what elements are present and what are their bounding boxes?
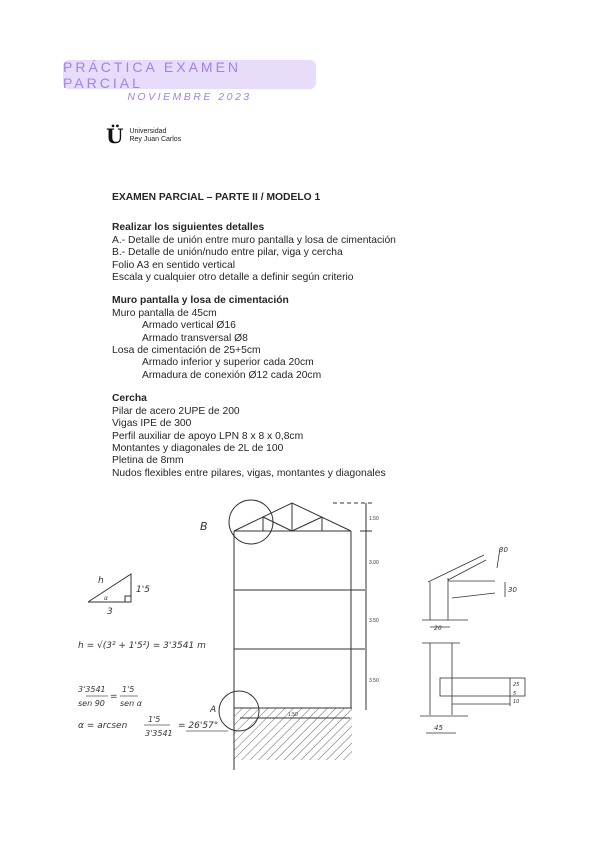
section-line: Folio A3 en sentido vertical	[112, 259, 236, 271]
detail-dim-wall: 45	[434, 724, 443, 732]
detail-dim-slab1: 25	[513, 682, 519, 688]
tri-hyp: h	[98, 576, 104, 586]
tri-angle: α	[104, 595, 108, 602]
dim-1: 1.50	[369, 516, 379, 522]
dim-bottom: 1.50	[288, 712, 298, 718]
section-line: Montantes y diagonales de 2L de 100	[112, 442, 284, 454]
detail-dim-slab2: 5	[513, 691, 516, 697]
detail-b-circle	[228, 499, 274, 545]
label-b: B	[200, 520, 208, 533]
formula-2-eq: =	[110, 692, 118, 702]
dim-2: 3.00	[369, 560, 379, 566]
formula-3-result: = 26'57°	[178, 721, 218, 731]
construction-details	[420, 547, 526, 734]
detail-dim-angle: 30	[499, 546, 508, 554]
label-a: A	[209, 705, 216, 715]
header-subtitle: NOVIEMBRE 2023	[127, 91, 252, 103]
logo-line-2: Rey Juan Carlos	[129, 136, 182, 143]
section-heading: Muro pantalla y losa de cimentación	[112, 295, 289, 307]
formula-2-rnum: 1'5	[122, 685, 134, 694]
section-line: Armado inferior y superior cada 20cm	[142, 357, 314, 369]
section-heading: Realizar los siguientes detalles	[112, 222, 265, 234]
section-line: Losa de cimentación de 25+5cm	[112, 345, 261, 357]
detail-dim-slab3: 10	[513, 699, 519, 705]
section-heading: Cercha	[112, 393, 147, 405]
formula-3-den: 3'3541	[145, 729, 173, 738]
formula-3-lhs: α = arcsen	[78, 721, 128, 731]
header-banner: PRÁCTICA EXAMEN PARCIAL	[63, 58, 316, 91]
triangle-diagram	[87, 573, 132, 603]
building-section	[218, 499, 375, 770]
formula-2-num: 3'3541	[78, 685, 106, 694]
tri-base: 3	[107, 607, 113, 617]
section-line: Pletina de 8mm	[112, 455, 184, 467]
section-line: Armadura de conexión Ø12 cada 20cm	[142, 369, 322, 381]
logo-mark: Ü	[106, 124, 124, 148]
logo-line-1: Universidad	[129, 128, 167, 135]
section-line: Muro pantalla de 45cm	[112, 307, 217, 319]
formula-3-num: 1'5	[148, 715, 160, 724]
section-line: Armado vertical Ø16	[142, 320, 236, 332]
section-line: B.- Detalle de unión/nudo entre pilar, v…	[112, 247, 343, 259]
tri-side: 1'5	[136, 585, 150, 595]
formula-1: h = √(3² + 1'5²) = 3'3541 m	[78, 640, 206, 651]
detail-dim-beam: 30	[508, 586, 517, 594]
formula-2-den: sen 90	[78, 699, 105, 708]
section-line: Vigas IPE de 300	[112, 418, 192, 430]
detail-a-circle	[218, 690, 260, 732]
section-line: Perfil auxiliar de apoyo LPN 8 x 8 x 0,8…	[112, 430, 304, 442]
section-line: Nudos flexibles entre pilares, vigas, mo…	[112, 467, 386, 479]
formula-2-rden: sen α	[120, 699, 143, 708]
section-line: A.- Detalle de unión entre muro pantalla…	[112, 234, 396, 246]
section-line: Pilar de acero 2UPE de 200	[112, 405, 240, 417]
section-line: Escala y cualquier otro detalle a defini…	[112, 272, 354, 284]
exam-statement: EXAMEN PARCIAL – PARTE II / MODELO 1 Rea…	[112, 192, 442, 480]
exam-title: EXAMEN PARCIAL – PARTE II / MODELO 1	[112, 192, 321, 203]
dim-4: 3.50	[369, 678, 379, 684]
detail-dim-pillar: 20	[434, 625, 442, 632]
header-title: PRÁCTICA EXAMEN PARCIAL	[63, 58, 242, 91]
dim-3: 3.50	[369, 618, 379, 624]
section-line: Armado transversal Ø8	[142, 332, 248, 344]
